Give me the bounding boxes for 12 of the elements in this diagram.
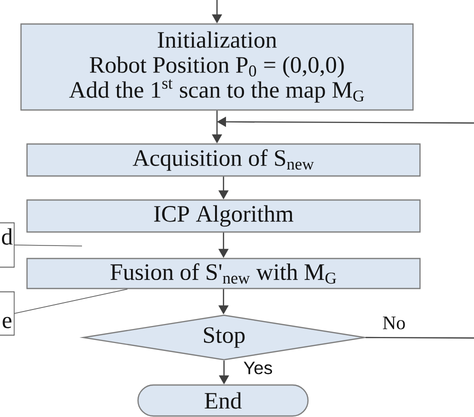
terminal-box: End (137, 384, 309, 417)
edge-label: No (381, 316, 407, 330)
process-box: Acquisition of S$_{new}$ (26, 143, 421, 177)
annotation-bracket: e (0, 291, 15, 336)
connector-line (366, 336, 474, 339)
leader-line (14, 244, 82, 246)
process-box: Initialization Robot Position P$_{0}$ = (0,0,0) Add the 1$^{st}$ scan to the map M$_{G}$ (20, 23, 414, 111)
edge-label: Yes (242, 360, 274, 376)
leader-line (14, 288, 128, 314)
process-box: ICP Algorithm (26, 199, 421, 233)
annotation-bracket: d (0, 222, 15, 268)
process-box: Fusion of S'$_{new}$ with M$_{G}$ (26, 258, 421, 290)
